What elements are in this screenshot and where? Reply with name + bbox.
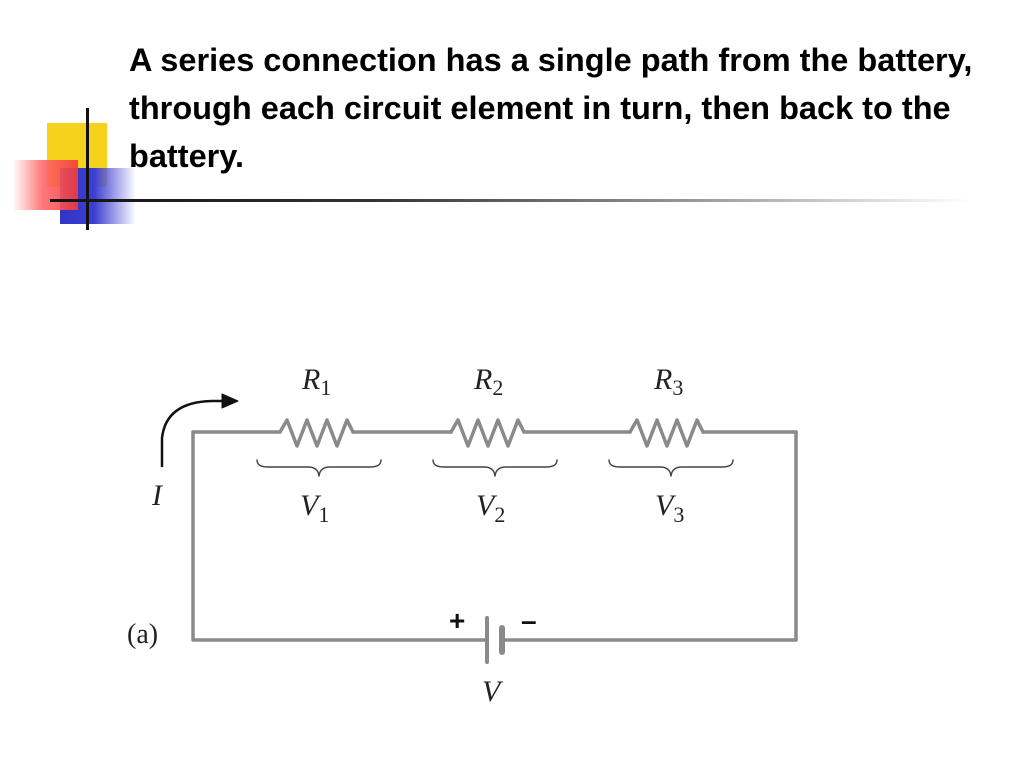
resistor-label-r3: R3 <box>653 363 683 400</box>
voltage-label-v1: V1 <box>300 489 329 527</box>
brace-v1 <box>256 459 382 477</box>
resistor-label-r1: R1 <box>301 363 331 400</box>
title-underline-rule <box>50 199 970 202</box>
resistor-r3-zigzag <box>628 418 705 448</box>
battery-plus-sign: + <box>449 605 465 636</box>
decorative-vertical-line <box>86 108 89 230</box>
voltage-label-v2: V2 <box>476 489 505 527</box>
battery-minus-sign: – <box>521 605 537 636</box>
battery-voltage-label: V <box>482 675 504 708</box>
wire-loop <box>191 430 798 642</box>
slide-title: A series connection has a single path fr… <box>129 42 973 174</box>
brace-v3 <box>608 459 734 477</box>
current-arrow-icon <box>160 399 230 468</box>
voltage-label-v3: V3 <box>655 489 684 527</box>
panel-label: (a) <box>127 619 158 650</box>
resistor-r2-zigzag <box>449 418 526 448</box>
current-label: I <box>151 479 164 512</box>
current-arrowhead-icon <box>221 393 239 409</box>
resistor-label-r2: R2 <box>473 363 503 400</box>
resistor-r1-zigzag <box>278 418 355 448</box>
brace-v2 <box>432 459 558 477</box>
